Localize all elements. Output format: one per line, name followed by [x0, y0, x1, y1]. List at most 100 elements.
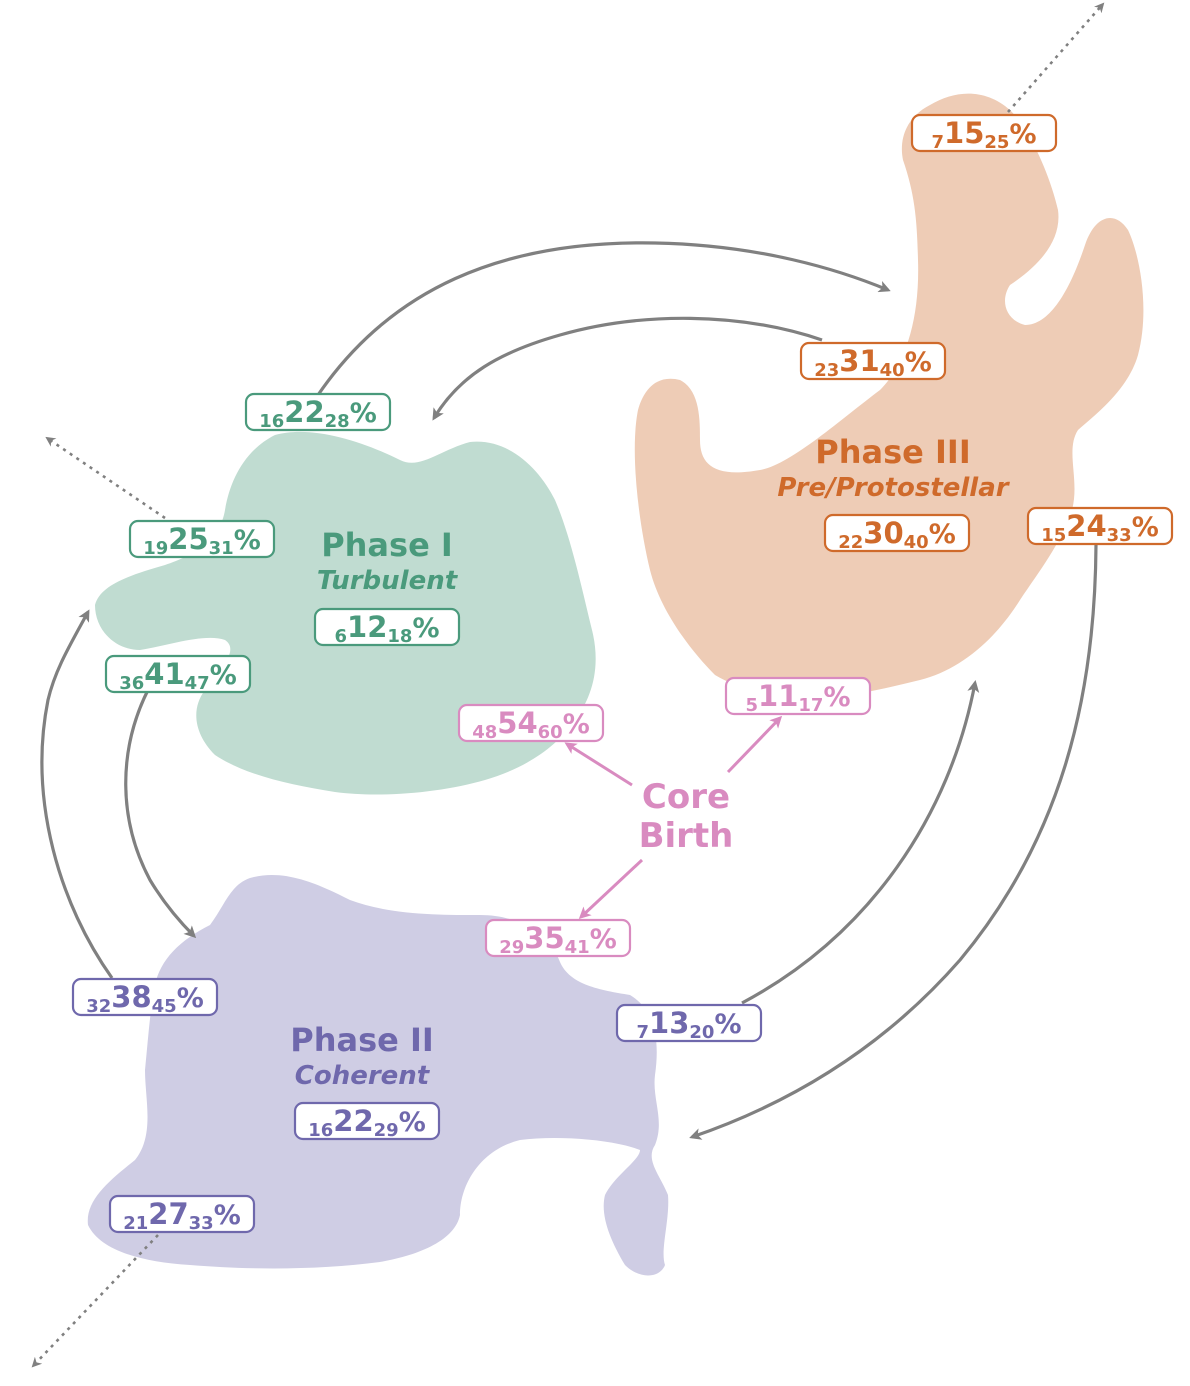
percent-label-box	[484, 918, 632, 958]
percent-label-box	[104, 654, 252, 694]
percent-high: 40	[880, 360, 905, 381]
percent-label-p2-dissolve: 212733%	[108, 1194, 256, 1234]
percent-label-p3-to-p2: 152433%	[1026, 506, 1174, 546]
percent-high: 33	[189, 1213, 214, 1234]
percent-mid: 27	[148, 1197, 188, 1231]
percent-unit: %	[234, 525, 261, 556]
percent-label-text: 71525%	[931, 116, 1036, 153]
percent-label-text: 162228%	[259, 395, 377, 432]
percent-label-p3-stay: 223040%	[823, 513, 971, 553]
percent-low: 29	[499, 937, 524, 958]
percent-mid: 22	[333, 1104, 373, 1138]
percent-label-birth-to-p1: 485460%	[457, 703, 605, 743]
percent-high: 45	[152, 996, 177, 1017]
phase1-subtitle: Turbulent	[317, 566, 459, 596]
percent-label-p1-stay: 61218%	[313, 607, 461, 647]
arrow-phase1-dissolve	[45, 436, 166, 520]
percent-label-box	[108, 1194, 256, 1234]
percent-high: 47	[185, 673, 210, 694]
arrow-phase2-dissolve	[31, 1234, 159, 1368]
percent-mid: 30	[863, 516, 903, 550]
percent-low: 16	[259, 411, 284, 432]
percent-unit: %	[929, 519, 956, 550]
phase1-title: Phase I	[321, 526, 453, 564]
percent-unit: %	[1009, 119, 1036, 150]
percent-label-box	[615, 1003, 763, 1043]
percent-unit: %	[412, 613, 439, 644]
percent-unit: %	[214, 1200, 241, 1231]
percent-unit: %	[399, 1107, 426, 1138]
percent-mid: 41	[144, 657, 184, 691]
arrow-phase3-to-phase1	[432, 316, 823, 421]
phase3-title: Phase III	[815, 433, 970, 471]
percent-high: 41	[565, 937, 590, 958]
percent-label-p3-dissolve: 71525%	[910, 113, 1058, 153]
percent-label-text: 293541%	[499, 921, 617, 958]
percent-high: 31	[209, 538, 234, 559]
percent-unit: %	[714, 1009, 741, 1040]
percent-unit: %	[350, 398, 377, 429]
percent-label-p1-to-p2: 364147%	[104, 654, 252, 694]
percent-mid: 13	[649, 1006, 689, 1040]
phase3-subtitle: Pre/Protostellar	[777, 473, 1010, 503]
percent-high: 20	[689, 1022, 714, 1043]
percent-low: 23	[814, 360, 839, 381]
core-birth-line2: Birth	[639, 816, 734, 856]
percent-label-box	[799, 341, 947, 381]
percent-low: 7	[931, 132, 944, 153]
percent-low: 32	[86, 996, 111, 1017]
percent-label-text: 71320%	[636, 1006, 741, 1043]
percent-high: 28	[325, 411, 350, 432]
percent-high: 33	[1107, 525, 1132, 546]
percent-label-text: 323845%	[86, 980, 204, 1017]
percent-label-p2-to-p3: 71320%	[615, 1003, 763, 1043]
percent-label-text: 152433%	[1041, 509, 1159, 546]
percent-low: 6	[334, 626, 347, 647]
percent-label-text: 192531%	[143, 522, 261, 559]
percent-high: 40	[904, 532, 929, 553]
arrow-phase1-to-phase3	[316, 241, 891, 396]
percent-low: 22	[838, 532, 863, 553]
percent-low: 21	[123, 1213, 148, 1234]
percent-unit: %	[1132, 512, 1159, 543]
arrow-phase1-to-phase2	[124, 689, 197, 939]
percent-mid: 24	[1066, 509, 1106, 543]
percent-label-p2-to-p1: 323845%	[71, 977, 219, 1017]
percent-low: 48	[472, 722, 497, 743]
percent-high: 18	[387, 626, 412, 647]
percent-label-box	[293, 1101, 441, 1141]
percent-label-p1-to-p3: 162228%	[244, 392, 392, 432]
percent-label-box	[71, 977, 219, 1017]
phase3-region	[634, 93, 1144, 700]
percent-label-text: 233140%	[814, 344, 932, 381]
phase2-region	[87, 875, 669, 1276]
percent-low: 5	[745, 695, 758, 716]
percent-mid: 31	[839, 344, 879, 378]
percent-unit: %	[563, 709, 590, 740]
percent-label-box	[244, 392, 392, 432]
phase2-title: Phase II	[290, 1021, 434, 1059]
phase2-subtitle: Coherent	[295, 1061, 431, 1091]
percent-low: 15	[1041, 525, 1066, 546]
percent-label-text: 162229%	[308, 1104, 426, 1141]
percent-label-text: 223040%	[838, 516, 956, 553]
percent-unit: %	[823, 682, 850, 713]
arrow-birth-to-phase3	[726, 715, 783, 774]
percent-label-text: 61218%	[334, 610, 439, 647]
percent-high: 25	[984, 132, 1009, 153]
arrow-phase3-to-phase2	[689, 544, 1098, 1140]
percent-label-text: 485460%	[472, 706, 590, 743]
percent-low: 7	[636, 1022, 649, 1043]
percent-label-box	[313, 607, 461, 647]
arrow-phase2-to-phase3	[741, 680, 980, 1005]
percent-label-box	[1026, 506, 1174, 546]
percent-label-p2-stay: 162229%	[293, 1101, 441, 1141]
percent-label-box	[457, 703, 605, 743]
percent-low: 19	[143, 538, 168, 559]
arrow-phase2-to-phase1	[40, 609, 114, 979]
percent-label-text: 51117%	[745, 679, 850, 716]
percent-mid: 54	[497, 706, 537, 740]
percent-high: 60	[538, 722, 563, 743]
percent-mid: 38	[111, 980, 151, 1014]
